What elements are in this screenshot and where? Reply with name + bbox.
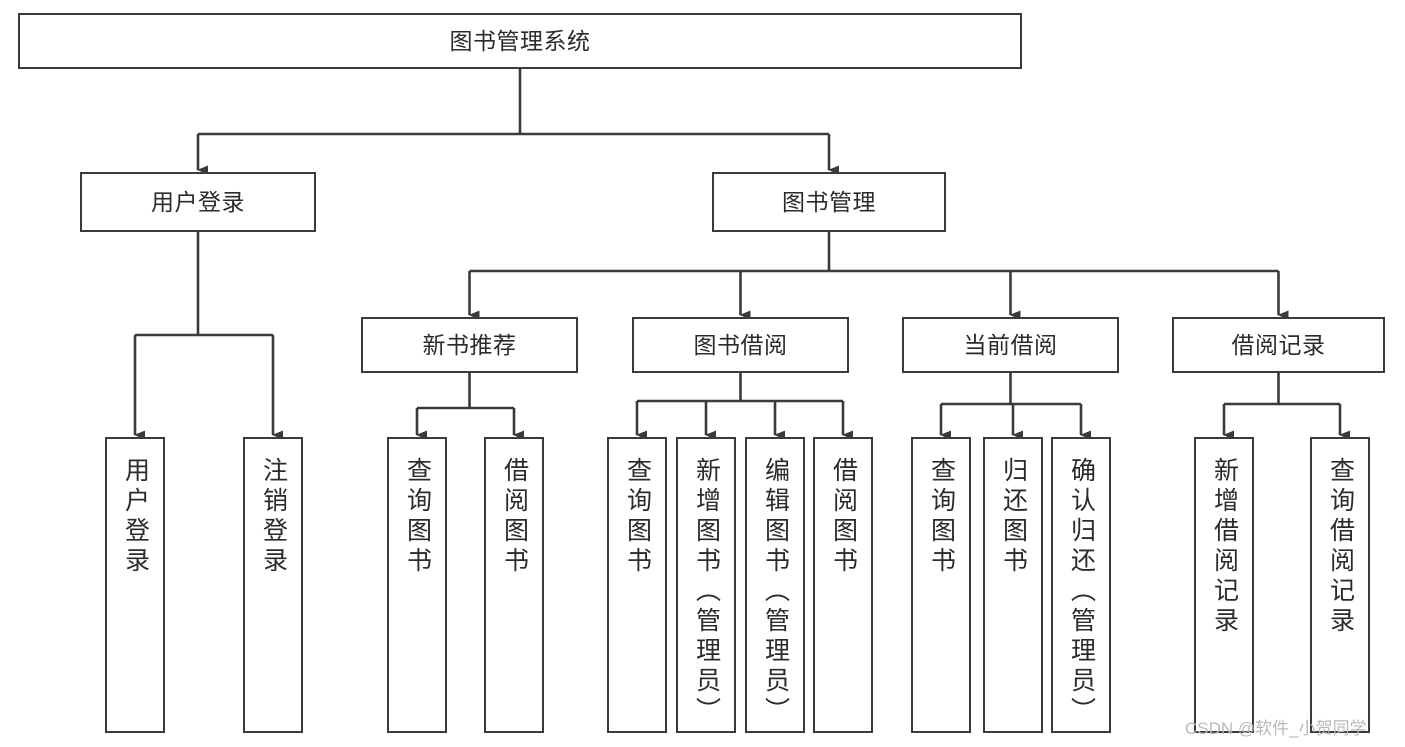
node-leaf-query-book-current[interactable]: 查询图书 xyxy=(911,437,971,733)
node-new-book-recommend[interactable]: 新书推荐 xyxy=(361,317,578,373)
node-label: 图书管理 xyxy=(782,188,876,215)
node-book-management[interactable]: 图书管理 xyxy=(712,172,946,232)
node-root[interactable]: 图书管理系统 xyxy=(18,13,1022,69)
node-label: 图书借阅 xyxy=(693,331,788,358)
node-label: 新书推荐 xyxy=(422,331,517,358)
node-label: 借阅记录 xyxy=(1231,331,1326,358)
node-leaf-add-book[interactable]: 新增图书（管理员） xyxy=(676,437,736,733)
node-label: 借阅图书 xyxy=(829,457,858,577)
node-leaf-user-logout[interactable]: 注销登录 xyxy=(243,437,303,733)
node-leaf-return-book[interactable]: 归还图书 xyxy=(983,437,1043,733)
node-label: 查询借阅记录 xyxy=(1326,457,1355,637)
node-label: 当前借阅 xyxy=(963,331,1058,358)
node-leaf-borrow-book-recommend[interactable]: 借阅图书 xyxy=(484,437,544,733)
node-label: 归还图书 xyxy=(999,457,1028,577)
node-label: 确认归还（管理员） xyxy=(1067,457,1096,727)
node-leaf-confirm-return[interactable]: 确认归还（管理员） xyxy=(1051,437,1111,733)
node-label: 用户登录 xyxy=(151,188,245,215)
node-label: 注销登录 xyxy=(259,457,288,577)
node-label: 新增借阅记录 xyxy=(1210,457,1239,637)
node-leaf-add-borrow-record[interactable]: 新增借阅记录 xyxy=(1194,437,1254,733)
node-leaf-edit-book[interactable]: 编辑图书（管理员） xyxy=(745,437,805,733)
node-current-borrow[interactable]: 当前借阅 xyxy=(902,317,1119,373)
node-leaf-user-login[interactable]: 用户登录 xyxy=(105,437,165,733)
node-leaf-query-book-recommend[interactable]: 查询图书 xyxy=(387,437,447,733)
node-label: 新增图书（管理员） xyxy=(692,457,721,727)
node-label: 用户登录 xyxy=(121,457,150,577)
node-label: 查询图书 xyxy=(403,457,432,577)
node-borrow-record[interactable]: 借阅记录 xyxy=(1172,317,1385,373)
node-label: 借阅图书 xyxy=(500,457,529,577)
node-label: 图书管理系统 xyxy=(449,27,591,54)
node-book-borrow[interactable]: 图书借阅 xyxy=(632,317,849,373)
node-leaf-borrow-book[interactable]: 借阅图书 xyxy=(813,437,873,733)
node-label: 编辑图书（管理员） xyxy=(761,457,790,727)
node-label: 查询图书 xyxy=(927,457,956,577)
node-label: 查询图书 xyxy=(623,457,652,577)
node-user-login[interactable]: 用户登录 xyxy=(80,172,316,232)
node-leaf-query-book-borrow[interactable]: 查询图书 xyxy=(607,437,667,733)
node-leaf-query-borrow-record[interactable]: 查询借阅记录 xyxy=(1310,437,1370,733)
